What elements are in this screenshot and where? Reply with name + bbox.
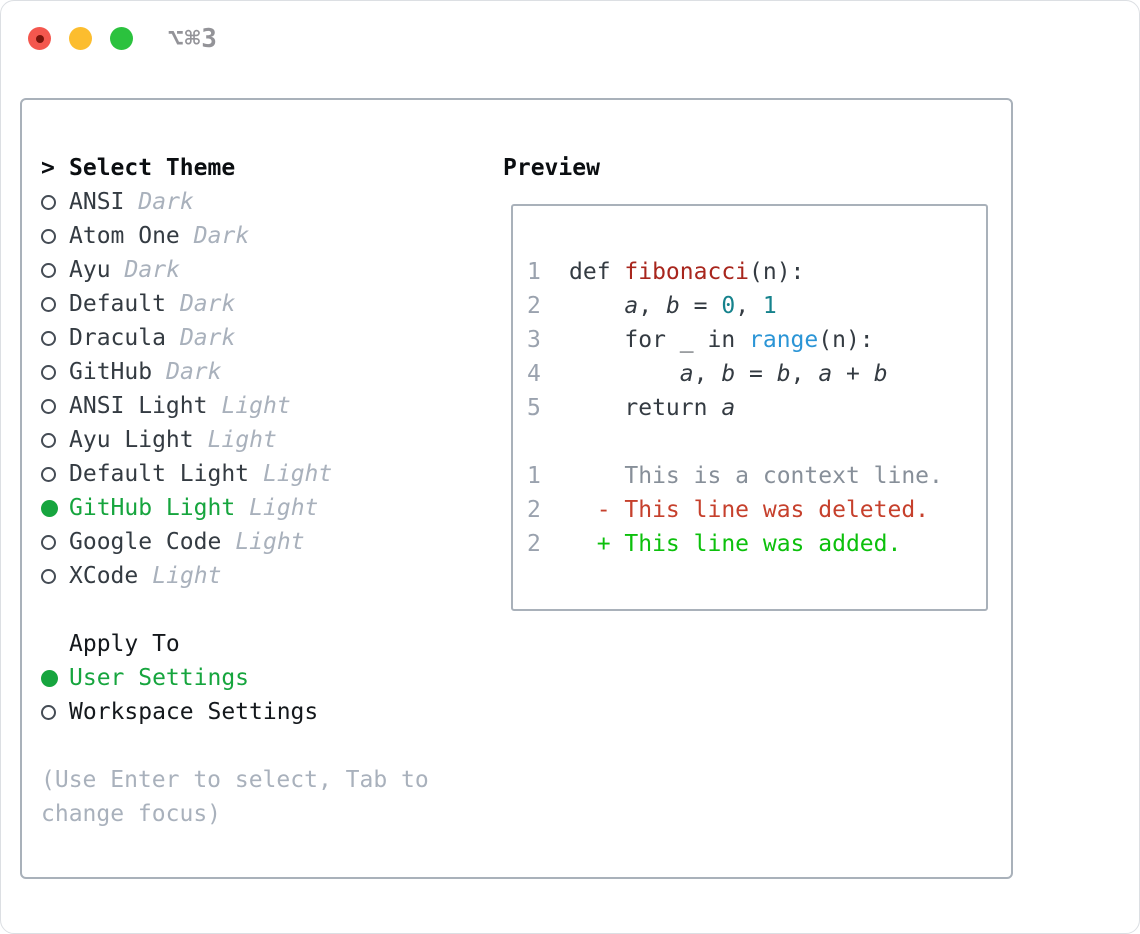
theme-variant: Light	[221, 393, 291, 419]
theme-name: Ayu Light	[69, 427, 194, 453]
theme-variant: Dark	[193, 223, 250, 249]
close-button[interactable]	[28, 27, 51, 50]
radio-icon	[41, 194, 56, 210]
select-theme-title: Select Theme	[69, 155, 236, 181]
theme-variant: Light	[249, 495, 319, 521]
theme-name: Ayu	[69, 257, 111, 283]
selected-radio-icon	[41, 669, 58, 687]
diff-text: - This line was deleted.	[569, 497, 930, 523]
theme-name: GitHub Light	[69, 495, 236, 521]
radio-icon	[41, 432, 56, 448]
radio-icon	[41, 296, 56, 312]
preview-diff-line-add: 2 + This line was added.	[527, 527, 986, 561]
help-text-line: (Use Enter to select, Tab to	[41, 767, 429, 793]
titlebar	[28, 27, 133, 50]
close-dot-icon	[35, 34, 44, 43]
selected-radio-icon	[41, 499, 58, 517]
apply-to-header: Apply To	[41, 627, 491, 661]
theme-name: ANSI Light	[69, 393, 208, 419]
window-title: ⌥⌘3	[168, 24, 218, 54]
theme-variant: Dark	[179, 325, 236, 351]
theme-name: Dracula	[69, 325, 166, 351]
theme-variant: Light	[235, 529, 305, 555]
theme-option-google-code[interactable]: Google Code Light	[41, 525, 491, 559]
theme-variant: Light	[263, 461, 333, 487]
theme-variant: Dark	[124, 257, 180, 283]
radio-icon	[41, 704, 56, 720]
spacer	[41, 593, 491, 627]
theme-name: XCode	[69, 563, 139, 589]
help-text-line: change focus)	[41, 801, 222, 827]
apply-option-label: User Settings	[69, 665, 250, 691]
theme-name: Default	[69, 291, 166, 317]
line-number: 2	[527, 497, 541, 523]
theme-variant: Light	[152, 563, 222, 589]
radio-icon	[41, 364, 56, 380]
preview-title: Preview	[503, 155, 600, 181]
minimize-button[interactable]	[69, 27, 92, 50]
theme-option-ansi[interactable]: ANSI Dark	[41, 185, 491, 219]
theme-name: ANSI	[69, 189, 125, 215]
theme-variant: Light	[207, 427, 277, 453]
line-number: 5	[527, 395, 541, 421]
apply-option-user-settings[interactable]: User Settings	[41, 661, 491, 695]
preview-code-line: 4 a, b = b, a + b	[527, 357, 986, 391]
theme-option-ansi-light[interactable]: ANSI Light Light	[41, 389, 491, 423]
theme-option-default-light[interactable]: Default Light Light	[41, 457, 491, 491]
preview-code-line: 3 for _ in range(n):	[527, 323, 986, 357]
theme-name: GitHub	[69, 359, 153, 385]
apply-to-title: Apply To	[69, 631, 180, 657]
preview-code-line: 5 return a	[527, 391, 986, 425]
radio-icon	[41, 568, 56, 584]
theme-name: Default Light	[69, 461, 250, 487]
theme-variant: Dark	[179, 291, 236, 317]
theme-name: Google Code	[69, 529, 222, 555]
spacer	[41, 729, 491, 763]
preview-code-line: 2 a, b = 0, 1	[527, 289, 986, 323]
preview-diff-line-ctx: 1 This is a context line.	[527, 459, 986, 493]
theme-option-default[interactable]: Default Dark	[41, 287, 491, 321]
radio-icon	[41, 466, 56, 482]
theme-option-dracula[interactable]: Dracula Dark	[41, 321, 491, 355]
spacer	[527, 425, 986, 459]
theme-name: Atom One	[69, 223, 180, 249]
line-number: 1	[527, 259, 541, 285]
theme-option-atom-one[interactable]: Atom One Dark	[41, 219, 491, 253]
radio-icon	[41, 330, 56, 346]
select-theme-header: > Select Theme	[41, 151, 491, 185]
help-text: (Use Enter to select, Tab to change focus…	[41, 763, 491, 831]
theme-option-ayu-light[interactable]: Ayu Light Light	[41, 423, 491, 457]
radio-icon	[41, 398, 56, 414]
line-number: 4	[527, 361, 541, 387]
line-number: 2	[527, 293, 541, 319]
radio-icon	[41, 228, 56, 244]
radio-icon	[41, 262, 56, 278]
zoom-button[interactable]	[110, 27, 133, 50]
theme-option-ayu[interactable]: Ayu Dark	[41, 253, 491, 287]
apply-option-workspace-settings[interactable]: Workspace Settings	[41, 695, 491, 729]
prompt-icon: >	[41, 155, 55, 181]
theme-option-github-light[interactable]: GitHub Light Light	[41, 491, 491, 525]
diff-text: This is a context line.	[569, 463, 943, 489]
line-number: 2	[527, 531, 541, 557]
diff-text: + This line was added.	[569, 531, 902, 557]
radio-icon	[41, 534, 56, 550]
apply-option-label: Workspace Settings	[69, 699, 319, 725]
theme-variant: Dark	[138, 189, 194, 215]
theme-option-github[interactable]: GitHub Dark	[41, 355, 491, 389]
theme-variant: Dark	[166, 359, 222, 385]
theme-option-xcode[interactable]: XCode Light	[41, 559, 491, 593]
line-number: 3	[527, 327, 541, 353]
preview-diff-line-del: 2 - This line was deleted.	[527, 493, 986, 527]
line-number: 1	[527, 463, 541, 489]
